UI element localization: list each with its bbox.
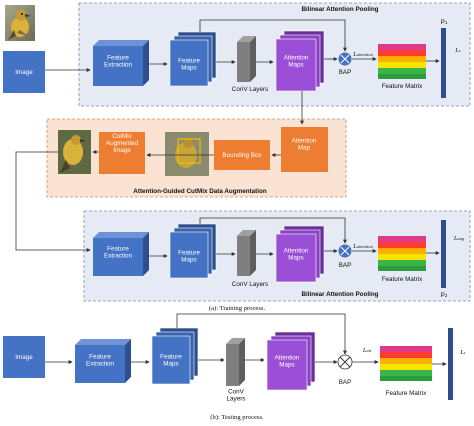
mid-panel-title: Bilinear Attention Pooling — [301, 291, 378, 298]
caption-a: (a): Training process. — [209, 305, 266, 312]
bap-label: BAP — [339, 69, 352, 76]
aug-panel-title: Attention-Guided CutMix Data Augmentatio… — [133, 188, 267, 195]
prediction-bar-p1 — [441, 28, 446, 98]
test-image-box — [3, 336, 45, 378]
mid-conv-layers-label: ConV Layers — [232, 281, 268, 288]
mid-feature-matrix-label: Feature Matrix — [382, 276, 423, 283]
test-lc-label: Lc — [459, 349, 466, 356]
top-panel-title: Bilinear Attention Pooling — [301, 6, 378, 13]
l-att-label: Latt — [362, 347, 372, 354]
cutmix-box — [99, 132, 145, 174]
input-image-label: Image — [15, 69, 33, 76]
mid-feature-matrix — [378, 236, 426, 271]
prediction-bar-p2 — [441, 220, 446, 288]
feature-matrix-label: Feature Matrix — [382, 83, 423, 90]
test-feature-matrix — [380, 346, 432, 381]
p1-label: P1 — [441, 19, 448, 26]
conv-layers-block — [237, 36, 256, 82]
mid-conv-layers-block — [237, 230, 256, 276]
input-image-box — [3, 51, 45, 93]
bap-operator — [338, 52, 352, 66]
lc-label: Lc — [454, 47, 461, 54]
line-cutmix-down — [15, 151, 91, 252]
test-bap-operator — [337, 354, 353, 370]
mid-line-fm-skip-to-bap — [199, 217, 347, 244]
bird-image — [5, 5, 35, 41]
test-prediction-bar — [448, 328, 453, 400]
feature-matrix — [378, 44, 426, 79]
cutmix-bird-image — [58, 130, 91, 174]
bounding-box-bird-image — [165, 132, 209, 176]
conv-layers-label: ConV Layers — [232, 86, 268, 93]
attention-map-box — [281, 127, 328, 172]
test-bap-label: BAP — [339, 379, 352, 386]
test-line-fm-skip-to-bap — [176, 313, 347, 355]
l-aug-label: Laug — [453, 235, 465, 242]
mid-bap-operator — [338, 244, 352, 258]
bounding-box-label: Bounding Box — [222, 152, 262, 159]
test-conv-layers-block — [226, 338, 245, 386]
test-image-label: Image — [15, 354, 33, 361]
bounding-box-box — [214, 140, 270, 170]
mid-l-attention-label: Lattention — [352, 243, 373, 250]
caption-b: (b): Testing process. — [210, 414, 264, 421]
line-fm-skip-to-bap — [199, 19, 347, 52]
test-feature-matrix-label: Feature Matrix — [386, 390, 427, 397]
l-attention-label: Lattention — [352, 51, 373, 58]
mid-bap-label: BAP — [339, 262, 352, 269]
p2-label: P2 — [441, 292, 448, 299]
